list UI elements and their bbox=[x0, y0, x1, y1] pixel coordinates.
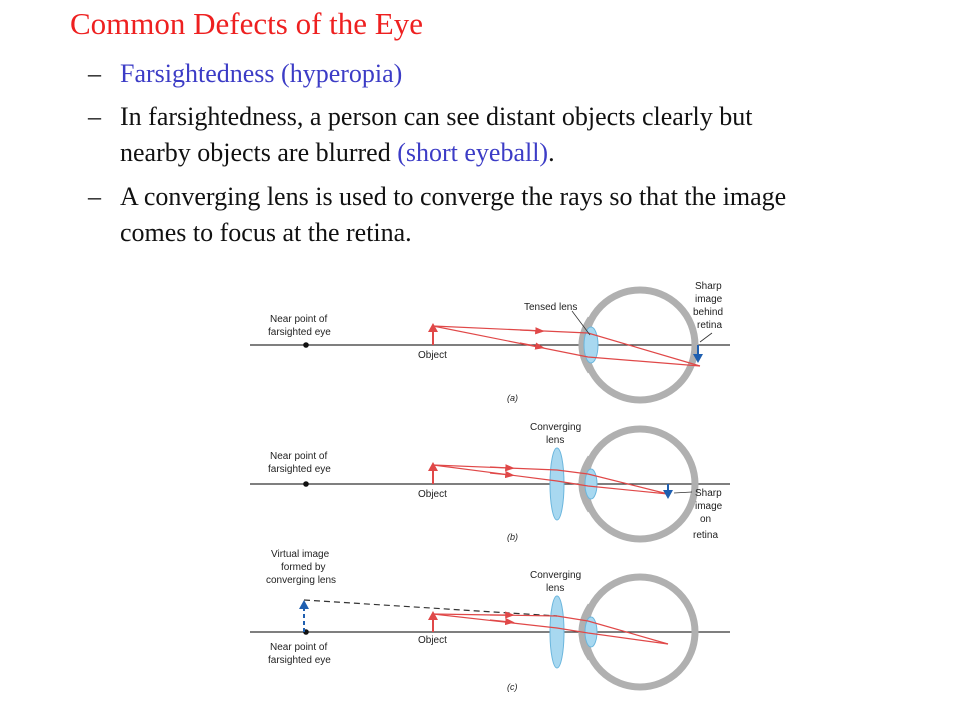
bullet-text-line1: A converging lens is used to converge th… bbox=[120, 182, 787, 211]
image-leader bbox=[673, 491, 693, 494]
image-arrow bbox=[663, 484, 673, 499]
virtual-image-label: converging lens bbox=[266, 575, 336, 586]
image-label: behind bbox=[693, 307, 723, 318]
virtual-ray-extension bbox=[303, 599, 558, 617]
near-point-dot bbox=[303, 342, 309, 348]
image-label: on bbox=[700, 514, 711, 525]
converging-lens bbox=[549, 595, 565, 669]
image-label: retina bbox=[697, 320, 722, 331]
bullet-text-end: . bbox=[548, 138, 555, 167]
tensed-lens-label: Tensed lens bbox=[524, 302, 577, 313]
object-arrow bbox=[428, 462, 438, 484]
bullet-text-line2: nearby objects are blurred (short eyebal… bbox=[120, 135, 555, 171]
virtual-image-label: formed by bbox=[281, 562, 325, 573]
lens-label: Converging bbox=[530, 422, 581, 433]
object-arrow bbox=[428, 611, 438, 632]
caption-a: (a) bbox=[507, 393, 518, 403]
bullet-text: Farsightedness (hyperopia) bbox=[120, 59, 403, 88]
bullet-dash: – bbox=[88, 59, 101, 88]
virtual-image-label: Virtual image bbox=[271, 549, 330, 560]
slide-title: Common Defects of the Eye bbox=[70, 6, 423, 41]
diagram-b: Near point of farsighted eye Object Conv… bbox=[250, 422, 730, 543]
bullet-dash: – bbox=[88, 102, 101, 131]
object-label: Object bbox=[418, 489, 447, 500]
near-point-label: farsighted eye bbox=[268, 464, 331, 475]
image-label: image bbox=[695, 501, 723, 512]
image-label: retina bbox=[693, 530, 718, 541]
diagram-a: Near point of farsighted eye Object Tens… bbox=[250, 281, 730, 404]
rays bbox=[432, 325, 701, 367]
object-label: Object bbox=[418, 350, 447, 361]
near-point-label: Near point of bbox=[270, 451, 327, 462]
diagram-c: Virtual image formed by converging lens … bbox=[250, 549, 730, 692]
bullet-text-line2: comes to focus at the retina. bbox=[120, 218, 412, 247]
eyeball bbox=[578, 286, 699, 404]
bullet-text-black: nearby objects are blurred bbox=[120, 138, 398, 167]
image-label: Sharp bbox=[695, 281, 722, 292]
bullet-text-line1: In farsightedness, a person can see dist… bbox=[120, 102, 753, 131]
virtual-image-arrow bbox=[299, 600, 309, 632]
rays bbox=[432, 611, 669, 645]
near-point-label: farsighted eye bbox=[268, 327, 331, 338]
caption-c: (c) bbox=[507, 682, 518, 692]
lens-label: lens bbox=[546, 583, 564, 594]
near-point-label: Near point of bbox=[270, 642, 327, 653]
lens-label: Converging bbox=[530, 570, 581, 581]
eyeball bbox=[578, 425, 699, 543]
image-label: Sharp bbox=[695, 488, 722, 499]
image-leader bbox=[699, 332, 713, 343]
bullet-text-blue: (short eyeball) bbox=[397, 138, 549, 167]
bullet-dash: – bbox=[88, 182, 101, 211]
image-arrow bbox=[693, 345, 703, 363]
converging-lens bbox=[549, 447, 565, 521]
lens-label: lens bbox=[546, 435, 564, 446]
object-label: Object bbox=[418, 635, 447, 646]
caption-b: (b) bbox=[507, 532, 518, 542]
near-point-label: Near point of bbox=[270, 314, 327, 325]
near-point-label: farsighted eye bbox=[268, 655, 331, 666]
image-label: image bbox=[695, 294, 723, 305]
tensed-lens-leader bbox=[571, 310, 591, 336]
object-arrow bbox=[428, 323, 438, 345]
rays bbox=[432, 464, 669, 495]
near-point-dot bbox=[303, 481, 309, 487]
